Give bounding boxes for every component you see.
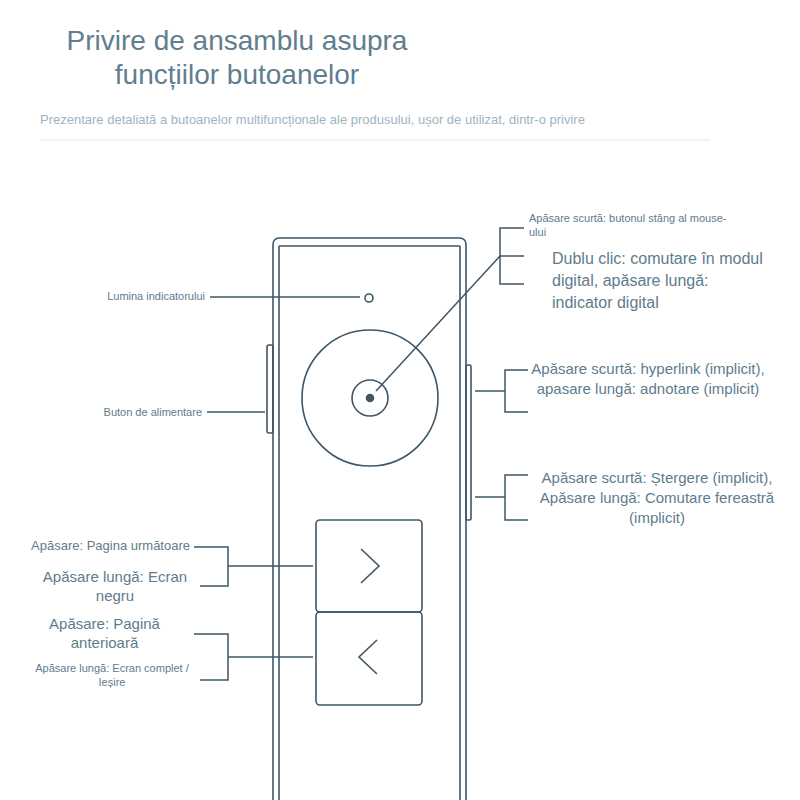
callout-label: Apăsare scurtă: Ștergere (implicit), Apă… (532, 468, 782, 528)
title: Privire de ansamblu asupra funcțiilor bu… (22, 24, 452, 92)
callout-label: Buton de alimentare (60, 405, 202, 420)
callout-label: Lumina indicatorului (60, 289, 205, 304)
callout-label: Apăsare scurtă: hyperlink (implicit), ap… (528, 359, 768, 399)
callout-label: Apăsare lungă: Ecran complet / Ieșire (28, 661, 196, 689)
callout-label: Apăsare lungă: Ecran negru (40, 567, 190, 605)
subtitle: Prezentare detaliată a butoanelor multif… (40, 111, 585, 128)
callout-label: Apăsare: Pagină anterioară (22, 614, 187, 652)
callout-label: Apăsare scurtă: butonul stâng al mouse-u… (529, 211, 729, 239)
callout-label: Apăsare: Pagina următoare (0, 537, 190, 554)
callout-label: Dublu clic: comutare în modul digital, a… (552, 248, 767, 314)
